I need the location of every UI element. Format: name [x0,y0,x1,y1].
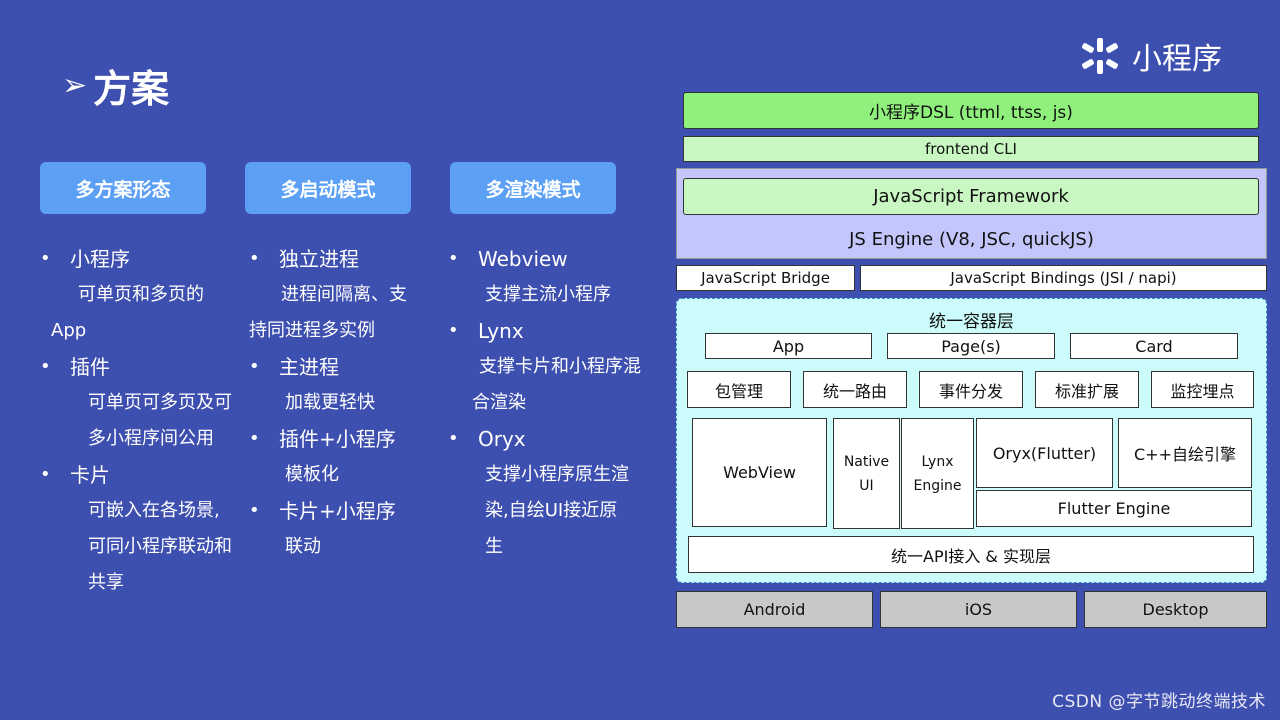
container-title: 统一容器层 [929,312,1014,332]
frontend-cli-layer: frontend CLI [683,136,1259,162]
bullet-item: 插件+小程序 [249,421,449,457]
column-header-launch-modes: 多启动模式 [245,162,411,214]
bullet-desc: 生 [485,536,503,557]
monitoring-tracking: 监控埋点 [1151,371,1254,408]
bullet-desc: 可单页可多页及可 [88,392,232,413]
lynx-engine-renderer: Lynx Engine [901,418,974,529]
js-engine-label: JS Engine (V8, JSC, quickJS) [849,229,1094,250]
mini-program-logo: 小程序 [1080,34,1222,78]
platform-ios: iOS [880,591,1077,628]
platform-android: Android [676,591,873,628]
unified-routing: 统一路由 [803,371,907,408]
bullet-desc: 支撑卡片和小程序混 [479,356,641,377]
unified-api-layer: 统一API接入 & 实现层 [688,536,1254,573]
flutter-engine: Flutter Engine [976,490,1252,527]
arrow-icon: ➢ [62,68,88,103]
cpp-render-engine: C++自绘引擎 [1118,418,1252,488]
bullet-desc: 模板化 [285,464,339,485]
bullet-desc: 加载更轻快 [285,392,375,413]
oryx-flutter-renderer: Oryx(Flutter) [976,418,1113,488]
event-dispatch: 事件分发 [919,371,1023,408]
column-render-modes: Webview 支撑主流小程序 Lynx 支撑卡片和小程序混 合渲染 Oryx … [448,241,663,565]
bullet-desc: 可单页和多页的 [78,284,204,305]
native-ui-renderer: Native UI [833,418,900,529]
bullet-item: 主进程 [249,349,449,385]
package-management: 包管理 [687,371,791,408]
bullet-desc: 染,自绘UI接近原 [485,500,618,521]
bullet-desc: 多小程序间公用 [88,428,214,449]
logo-icon [1082,38,1118,74]
dsl-layer: 小程序DSL (ttml, ttss, js) [683,92,1259,129]
js-bridge-layer: JavaScript Bridge [676,265,855,291]
bullet-item: 卡片+小程序 [249,493,449,529]
standard-extension: 标准扩展 [1035,371,1139,408]
column-header-render-modes: 多渲染模式 [450,162,616,214]
bullet-item: Oryx [448,421,663,457]
bullet-desc: App [51,320,87,341]
slide-title-text: 方案 [93,67,170,111]
bullet-item: 独立进程 [249,241,449,277]
bullet-desc: 进程间隔离、支 [281,284,407,305]
platform-desktop: Desktop [1084,591,1267,628]
bullet-desc: 联动 [285,536,321,557]
column-launch-modes: 独立进程 进程间隔离、支 持同进程多实例 主进程 加载更轻快 插件+小程序 模板… [249,241,449,565]
bullet-item: Webview [448,241,663,277]
column-solutions: 小程序 可单页和多页的 App 插件 可单页可多页及可 多小程序间公用 卡片 可… [40,241,240,601]
js-framework-layer: JavaScript Framework [683,178,1259,215]
bullet-desc: 可同小程序联动和 [88,536,232,557]
logo-text: 小程序 [1132,42,1222,77]
bullet-desc: 支撑主流小程序 [485,284,611,305]
webview-renderer: WebView [692,418,827,527]
watermark: CSDN @字节跳动终端技术 [1052,692,1266,712]
column-header-solutions: 多方案形态 [40,162,206,214]
bullet-desc: 支撑小程序原生渲 [485,464,629,485]
container-card: Card [1070,333,1238,359]
slide-title: ➢ 方案 [62,58,169,113]
bullet-desc: 合渲染 [472,392,526,413]
bullet-item: Lynx [448,313,663,349]
container-pages: Page(s) [887,333,1055,359]
bullet-desc: 可嵌入在各场景, [88,500,220,521]
bullet-item: 小程序 [40,241,240,277]
bullet-item: 插件 [40,349,240,385]
bullet-item: 卡片 [40,457,240,493]
bullet-desc: 持同进程多实例 [249,320,375,341]
js-bindings-layer: JavaScript Bindings (JSI / napi) [860,265,1267,291]
container-app: App [705,333,872,359]
bullet-desc: 共享 [88,572,124,593]
